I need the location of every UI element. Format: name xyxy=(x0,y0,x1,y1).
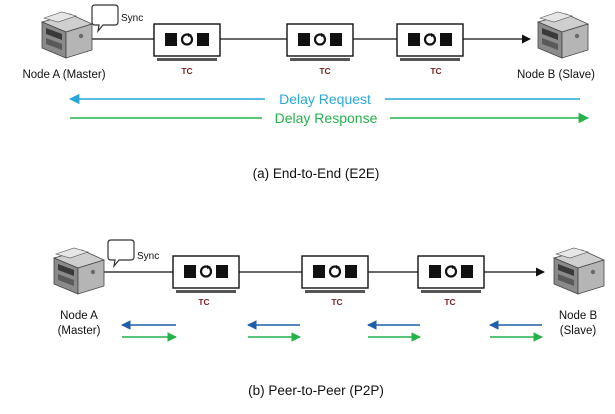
e2e-tc-1-icon xyxy=(152,22,222,63)
p2p-section: Sync TC TC TC Node A (Master) Node B (Sl… xyxy=(53,239,605,398)
delay-response-label: Delay Response xyxy=(275,110,378,126)
e2e-sync-label: Sync xyxy=(121,13,143,24)
p2p-sync-bubble-icon xyxy=(107,239,135,267)
p2p-caption: (b) Peer-to-Peer (P2P) xyxy=(248,383,384,398)
e2e-node-b-icon xyxy=(537,11,589,59)
p2p-tc-2-label: TC xyxy=(331,297,342,307)
p2p-node-a-label-line2: (Master) xyxy=(58,325,101,337)
e2e-section: Sync TC TC TC Node A (Master) Node B (Sl… xyxy=(22,4,595,181)
p2p-node-b-label-line1: Node B xyxy=(559,310,598,322)
p2p-tc-1-label: TC xyxy=(198,297,209,307)
e2e-tc-2-label: TC xyxy=(319,66,330,76)
e2e-sync-bubble-icon xyxy=(91,4,119,32)
e2e-tc-3-label: TC xyxy=(430,66,441,76)
delay-request-label-bg xyxy=(265,90,385,107)
e2e-node-a-label: Node A (Master) xyxy=(22,69,105,81)
p2p-node-a-icon xyxy=(53,247,105,295)
delay-response-label-bg xyxy=(262,109,390,126)
e2e-tc-2-icon xyxy=(285,22,355,63)
p2p-tc-1-icon xyxy=(171,254,241,295)
e2e-tc-3-icon xyxy=(395,22,465,63)
e2e-tc-1-label: TC xyxy=(181,66,192,76)
e2e-node-b-label: Node B (Slave) xyxy=(517,69,595,81)
p2p-node-b-label-line2: (Slave) xyxy=(560,325,597,337)
p2p-tc-2-icon xyxy=(300,254,370,295)
p2p-sync-label: Sync xyxy=(137,251,159,262)
p2p-tc-3-icon xyxy=(416,254,486,295)
p2p-node-b-icon xyxy=(553,247,605,295)
p2p-node-a-label-line1: Node A xyxy=(60,310,98,322)
e2e-node-a-icon xyxy=(41,11,93,59)
p2p-tc-3-label: TC xyxy=(444,297,455,307)
e2e-caption: (a) End-to-End (E2E) xyxy=(253,166,380,181)
delay-request-label: Delay Request xyxy=(279,91,371,107)
